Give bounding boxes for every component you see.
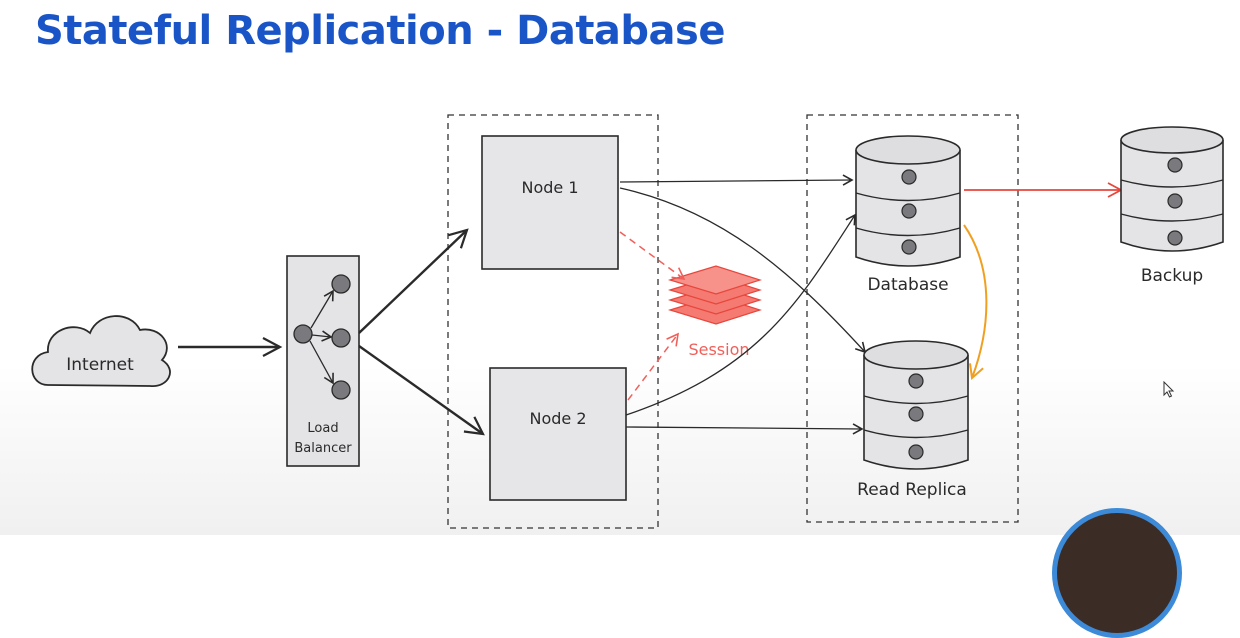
session-label: Session — [688, 340, 749, 359]
internet-label: Internet — [66, 355, 134, 375]
arrow-node2-to-session — [627, 332, 680, 401]
database-label: Database — [867, 275, 948, 295]
arrow-database-to-replica — [963, 224, 988, 378]
read-replica-label: Read Replica — [857, 480, 967, 500]
node2-label: Node 2 — [529, 409, 586, 428]
presenter-avatar — [1052, 508, 1182, 638]
backup-cylinder: Backup — [1120, 126, 1224, 286]
database-cylinder: Database — [855, 135, 961, 295]
node-2: Node 2 — [489, 367, 627, 501]
arrow-node2-to-read-replica — [625, 423, 864, 435]
app-node-group-border — [447, 114, 659, 529]
backup-label: Backup — [1141, 266, 1203, 286]
mouse-cursor-icon — [1163, 381, 1175, 398]
arrow-lb-to-node2 — [358, 345, 485, 436]
session-stack: Session — [667, 265, 762, 359]
architecture-diagram: Internet Load Balancer Node 1 Node 2 Ses… — [31, 114, 1224, 529]
load-balancer-label-line2: Balancer — [294, 441, 352, 456]
load-balancer-label-line1: Load — [307, 421, 338, 436]
arrow-node1-to-read-replica — [619, 187, 867, 354]
arrow-node1-to-session — [619, 231, 686, 280]
internet-cloud: Internet — [31, 315, 171, 387]
arrow-node2-to-database — [625, 213, 856, 416]
read-replica-cylinder: Read Replica — [857, 340, 969, 500]
arrow-node1-to-database — [619, 174, 854, 186]
arrow-lb-to-node1 — [358, 228, 469, 334]
node-1: Node 1 — [481, 135, 619, 270]
node1-label: Node 1 — [521, 178, 578, 197]
load-balancer: Load Balancer — [286, 255, 360, 467]
page-title: Stateful Replication - Database — [35, 8, 726, 54]
